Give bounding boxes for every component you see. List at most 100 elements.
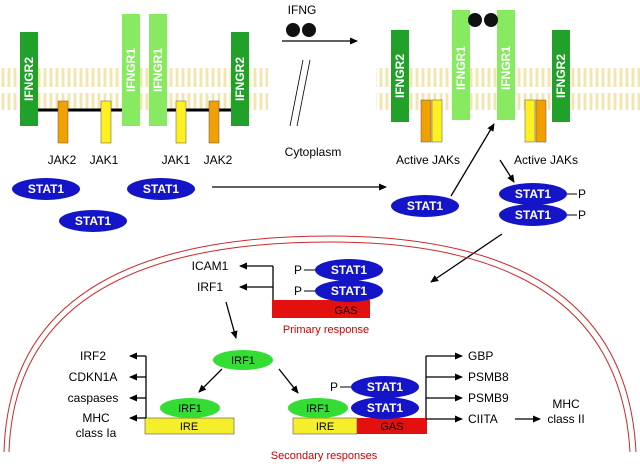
irf1-bound-right-label: IRF1 — [306, 403, 330, 415]
nuclear-envelope-inner — [8, 241, 631, 453]
active-jaks-right-label: Active JAKs — [514, 153, 578, 167]
active-jak1-left-box — [431, 99, 443, 143]
receptor-complex-inactive: IFNGR2 IFNGR1 IFNGR1 IFNGR2 JAK2 JAK1 JA… — [20, 14, 249, 167]
stat1-oval — [499, 183, 567, 205]
ifngr1-left-b-receptor — [149, 14, 167, 126]
ifngr2-active-left-label: IFNGR2 — [393, 54, 407, 98]
ifng-bound-b — [484, 13, 498, 27]
secondary-right-module: IRE GAS IRF1 P STAT1 STAT1 GBP PSMB8 PSM… — [288, 349, 585, 435]
ifngr2-left-receptor — [20, 32, 38, 126]
secondary-responses-caption: Secondary responses — [271, 450, 378, 462]
ifngr1-left-a-label: IFNGR1 — [124, 48, 138, 92]
stat1-label: STAT1 — [515, 208, 552, 222]
ifng-ligand-b — [302, 23, 316, 37]
ifngr2-right-label: IFNGR2 — [233, 57, 247, 101]
primary-response: GAS P STAT1 P STAT1 ICAM1 IRF1 Primary r… — [192, 259, 383, 336]
stat1-recruited-label: STAT1 — [407, 199, 444, 213]
jak1-left-label: JAK1 — [90, 153, 119, 167]
gas-element-primary — [272, 300, 370, 318]
stat1-docking-arrow — [450, 123, 495, 197]
gene-mhc1-line2: class Ia — [76, 426, 117, 440]
stat1-label: STAT1 — [75, 214, 112, 228]
ifngr1-left-a-receptor — [122, 14, 140, 126]
ire-label-right: IRE — [316, 421, 334, 433]
ifngr2-left-label: IFNGR2 — [22, 57, 36, 101]
gene-ciita: CIITA — [468, 412, 498, 426]
irf1-free-oval — [213, 350, 273, 370]
gene-irf2: IRF2 — [80, 349, 106, 363]
cytoplasm-label: Cytoplasm — [285, 145, 342, 159]
ire-label-left: IRE — [180, 421, 198, 433]
ifng-bound-a — [468, 13, 482, 27]
ifngr2-active-right-label: IFNGR2 — [554, 54, 568, 98]
stat1-oval — [315, 259, 383, 281]
stat1-label: STAT1 — [367, 380, 404, 394]
ifngr1-active-a-label: IFNGR1 — [454, 46, 468, 90]
stat1-oval — [59, 210, 127, 232]
active-jaks-left-label: Active JAKs — [396, 153, 460, 167]
stat1-cytoplasmic: STAT1 STAT1 STAT1 — [12, 178, 195, 232]
membrane-break-2 — [296, 59, 311, 127]
phospho-label: P — [294, 284, 302, 298]
irf1-bound-left-label: IRF1 — [178, 403, 202, 415]
ifng-label: IFNG — [288, 3, 317, 17]
membrane-break-1 — [289, 59, 304, 127]
ifngr1-left-b-label: IFNGR1 — [151, 48, 165, 92]
gas-label-primary: GAS — [334, 305, 357, 317]
gene-gbp: GBP — [468, 349, 493, 363]
stat1-oval — [315, 280, 383, 302]
ifngr2-right-receptor — [231, 32, 249, 126]
stat1-oval — [351, 376, 419, 398]
active-jak1-right-box — [524, 99, 536, 143]
stat1-phospho-dimer: STAT1 P STAT1 P — [499, 183, 586, 226]
phospho-label: P — [330, 380, 338, 394]
stat1-label: STAT1 — [367, 401, 404, 415]
stat1-recruited-oval — [391, 195, 459, 217]
gas-label-secondary: GAS — [380, 421, 403, 433]
irf1-bound-right-oval — [288, 398, 348, 418]
jak2-left-label: JAK2 — [48, 153, 77, 167]
ifngr2-active-left-receptor — [391, 30, 409, 122]
phospho-label: P — [294, 263, 302, 277]
gene-irf1: IRF1 — [197, 280, 223, 294]
gene-mhc1-line1: MHC — [82, 411, 110, 425]
stat1-label: STAT1 — [331, 263, 368, 277]
gene-mhc2-line1: MHC — [552, 397, 580, 411]
irf1-free-label: IRF1 — [231, 355, 255, 367]
jak1-right-box — [175, 100, 187, 144]
nuclear-envelope-outer — [3, 235, 637, 453]
ifng-ligand-a — [286, 23, 300, 37]
ifngr2-active-right-receptor — [552, 30, 570, 122]
jak2-right-box — [208, 100, 220, 144]
jak1-right-label: JAK1 — [162, 153, 191, 167]
phospho-label: P — [578, 208, 586, 222]
stat1-label: STAT1 — [515, 187, 552, 201]
receptor-complex-active: IFNGR2 IFNGR1 IFNGR1 IFNGR2 Active JAKs … — [391, 10, 578, 167]
gene-caspases: caspases — [68, 391, 119, 405]
jak2-left-box — [57, 100, 69, 144]
stat1-oval — [12, 178, 80, 200]
stat1-phosphorylation-arrow — [499, 159, 515, 183]
active-jak2-right-box — [535, 99, 547, 143]
gene-icam1: ICAM1 — [192, 259, 229, 273]
phospho-label: P — [578, 187, 586, 201]
stat1-oval — [499, 204, 567, 226]
ifngr1-active-b-receptor — [497, 10, 515, 120]
gas-element-secondary — [357, 418, 427, 434]
ire-element-left — [144, 417, 235, 435]
stat1-label: STAT1 — [28, 182, 65, 196]
gene-psmb9: PSMB9 — [468, 391, 509, 405]
gene-psmb8: PSMB8 — [468, 370, 509, 384]
stat1-oval — [127, 178, 195, 200]
irf1-to-left-arrow — [198, 368, 223, 393]
secondary-left-module: IRE IRF1 IRF2 CDKN1A caspases MHC class … — [68, 349, 235, 440]
irf1-production-arrow — [225, 301, 238, 339]
stat1-oval — [351, 397, 419, 419]
gene-cdkn1a: CDKN1A — [69, 370, 118, 384]
irf1-to-right-arrow — [278, 368, 299, 394]
ifngr1-active-a-receptor — [452, 10, 470, 120]
stat1-label: STAT1 — [331, 284, 368, 298]
primary-response-caption: Primary response — [283, 324, 369, 336]
stat1-label: STAT1 — [143, 182, 180, 196]
